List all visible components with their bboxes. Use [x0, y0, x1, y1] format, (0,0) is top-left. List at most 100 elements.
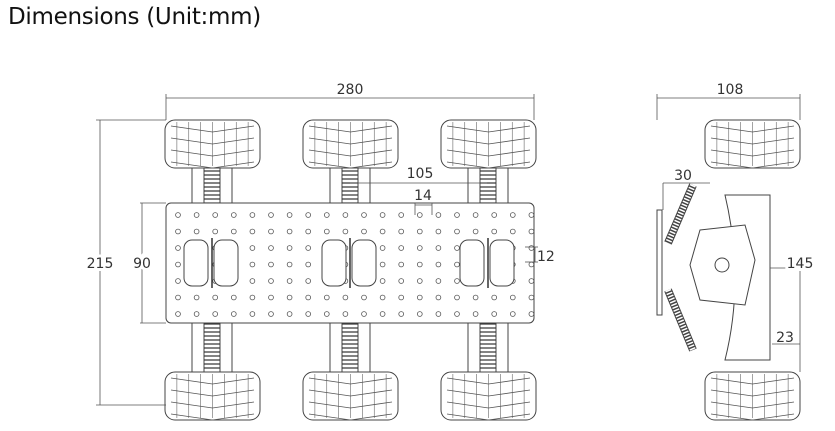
mount-hole — [249, 212, 256, 218]
mount-hole — [472, 212, 479, 218]
mount-hole — [398, 228, 405, 235]
mount-hole — [435, 311, 442, 317]
wheel — [302, 119, 399, 169]
mount-hole — [435, 278, 442, 284]
dim-30-label: 30 — [674, 168, 692, 184]
suspension-strut — [329, 320, 371, 373]
mount-hole — [379, 245, 386, 251]
dimension-30: 30 — [662, 168, 710, 210]
wheel — [164, 119, 261, 169]
shock-absorber — [664, 288, 697, 352]
mount-hole — [416, 294, 423, 301]
wheel — [704, 119, 801, 169]
mount-hole — [454, 294, 460, 301]
mount-hole — [509, 212, 516, 218]
mount-hole — [305, 245, 312, 251]
mount-hole — [305, 212, 312, 218]
mount-hole — [286, 245, 293, 251]
wheel — [164, 371, 261, 421]
mount-hole — [305, 228, 312, 235]
mount-hole — [249, 261, 256, 268]
mount-hole — [416, 278, 423, 284]
dim-215-label: 215 — [87, 256, 114, 272]
mount-hole — [342, 212, 349, 218]
mount-hole — [528, 294, 535, 301]
mount-hole — [528, 278, 535, 284]
mount-hole — [454, 311, 460, 317]
mount-hole — [491, 212, 498, 218]
mount-hole — [361, 311, 367, 317]
mount-hole — [249, 294, 256, 301]
mount-hole — [528, 228, 535, 235]
mount-hole — [268, 294, 274, 301]
mount-hole — [454, 228, 460, 235]
mount-hole — [361, 228, 367, 235]
mount-hole — [472, 228, 479, 235]
dim-145-label: 145 — [787, 256, 814, 272]
mount-hole — [193, 294, 200, 301]
mount-hole — [379, 311, 386, 317]
mount-hole — [528, 245, 535, 251]
mount-hole — [286, 278, 293, 284]
mount-hole — [231, 228, 237, 235]
mount-hole — [509, 228, 516, 235]
mount-hole — [379, 212, 386, 218]
mount-bar — [656, 209, 663, 316]
dim-105-label: 105 — [407, 166, 434, 182]
dim-90-label: 90 — [133, 256, 151, 272]
mount-hole — [249, 228, 256, 235]
mount-hole — [175, 294, 181, 301]
mount-hole — [361, 212, 367, 218]
mount-hole — [212, 228, 219, 235]
wheel — [440, 119, 537, 169]
mount-hole — [398, 294, 405, 301]
mount-hole — [491, 228, 498, 235]
mount-hole — [323, 212, 330, 218]
mount-hole — [231, 311, 237, 317]
mount-hole — [212, 311, 219, 317]
mount-hole — [175, 245, 181, 251]
mount-hole — [379, 228, 386, 235]
mount-hole — [342, 228, 349, 235]
mount-hole — [472, 311, 479, 317]
mount-hole — [193, 228, 200, 235]
mount-hole — [342, 311, 349, 317]
motor-bracket — [489, 239, 515, 287]
suspension-strut — [467, 167, 509, 206]
mount-hole — [305, 278, 312, 284]
mount-hole — [268, 278, 274, 284]
page-title: Dimensions (Unit:mm) — [8, 4, 261, 30]
suspension-strut — [467, 320, 509, 373]
mount-hole — [509, 311, 516, 317]
shock-absorber — [664, 183, 697, 245]
mount-hole — [379, 278, 386, 284]
mount-hole — [435, 228, 442, 235]
dim-23-label: 23 — [776, 330, 794, 346]
dimension-215: 215 — [84, 119, 166, 406]
dim-108-label: 108 — [717, 82, 744, 98]
dimension-23: 23 — [772, 330, 800, 346]
mount-hole — [379, 261, 386, 268]
mount-hole — [212, 294, 219, 301]
mount-hole — [175, 311, 181, 317]
mount-hole — [268, 228, 274, 235]
motor-bracket — [351, 239, 377, 287]
dimension-90: 90 — [130, 202, 166, 324]
mount-hole — [398, 245, 405, 251]
mount-hole — [175, 228, 181, 235]
mount-hole — [454, 278, 460, 284]
mount-hole — [212, 212, 219, 218]
mount-hole — [286, 261, 293, 268]
mount-hole — [305, 311, 312, 317]
top-view — [164, 119, 537, 421]
dimension-280: 280 — [165, 82, 535, 120]
mount-hole — [454, 245, 460, 251]
motor-bracket — [459, 239, 485, 287]
mount-hole — [454, 212, 460, 218]
mount-hole — [416, 212, 423, 218]
motor-bracket — [321, 239, 347, 287]
motor-bracket — [183, 239, 209, 287]
mount-hole — [231, 212, 237, 218]
mount-hole — [416, 311, 423, 317]
